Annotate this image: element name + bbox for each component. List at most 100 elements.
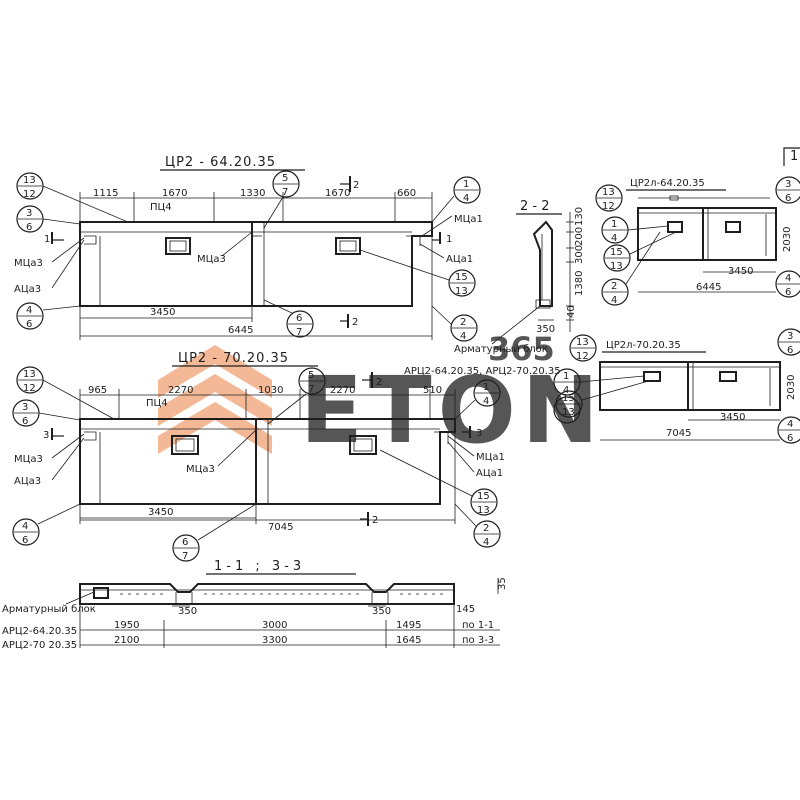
mark-2-bottom: 2 xyxy=(352,317,358,328)
dim-l1: 965 xyxy=(88,385,107,396)
callout-2-4-ru: 2 4 xyxy=(601,231,661,306)
label-pts4-lower: ПЦ4 xyxy=(146,398,168,409)
svg-text:3: 3 xyxy=(785,179,791,190)
svg-text:1: 1 xyxy=(483,382,489,393)
svg-text:6: 6 xyxy=(785,193,791,204)
svg-text:4: 4 xyxy=(563,385,569,396)
mark-3-right: 3 xyxy=(476,428,482,439)
label-po11: по 1-1 xyxy=(462,620,494,631)
svg-text:13: 13 xyxy=(562,407,575,418)
dim-l-half: 3450 xyxy=(148,507,173,518)
svg-text:15: 15 xyxy=(477,491,490,502)
svg-text:13: 13 xyxy=(23,369,36,380)
callout-1-4-upper: 1 4 xyxy=(431,176,481,223)
dim-s22-300: 300 xyxy=(574,245,585,264)
svg-text:6: 6 xyxy=(787,345,793,356)
dim-u-total: 6445 xyxy=(228,325,253,336)
callout-4-6-lower: 4 6 xyxy=(12,503,81,546)
elevation-right-upper: ЦР2л-64.20.35 1 2030 3450 6445 13 12 1 4 xyxy=(595,147,800,306)
dim-b-145: 145 xyxy=(456,604,475,615)
title-right-upper: ЦР2л-64.20.35 xyxy=(630,178,705,189)
dim-s22-200: 200 xyxy=(574,227,585,246)
label-ats1-upper: АЦа1 xyxy=(446,254,473,265)
dim-b-2100: 2100 xyxy=(114,635,139,646)
callout-2-4-lower: 2 4 xyxy=(454,503,501,548)
svg-text:4: 4 xyxy=(611,295,617,306)
dim-r-half-lower: 3450 xyxy=(720,412,745,423)
svg-text:5: 5 xyxy=(308,370,314,381)
dim-b-1495: 1495 xyxy=(396,620,421,631)
svg-text:2: 2 xyxy=(460,317,466,328)
label-arm-block-models: АРЦ2-64.20.35, АРЦ2-70.20.35 xyxy=(404,366,561,377)
dim-l4: 2270 xyxy=(330,385,355,396)
dim-u4: 1670 xyxy=(325,188,350,199)
svg-text:1: 1 xyxy=(563,371,569,382)
dim-l-total: 7045 xyxy=(268,522,293,533)
dim-b-3000: 3000 xyxy=(262,620,287,631)
dim-l5: 510 xyxy=(423,385,442,396)
svg-text:4: 4 xyxy=(483,537,489,548)
callout-13-12-lower: 13 12 xyxy=(16,366,115,420)
svg-text:12: 12 xyxy=(23,383,36,394)
svg-text:13: 13 xyxy=(602,187,615,198)
callout-13-12-rl: 13 12 xyxy=(569,334,597,362)
title-lower: ЦР2 - 70.20.35 xyxy=(178,351,289,366)
svg-text:4: 4 xyxy=(22,521,28,532)
svg-text:15: 15 xyxy=(610,247,623,258)
dim-s22-130: 130 xyxy=(574,207,585,226)
dim-s22-350: 350 xyxy=(536,324,555,335)
svg-text:7: 7 xyxy=(182,551,188,562)
callout-3-6-upper: 3 6 xyxy=(16,205,81,233)
svg-text:4: 4 xyxy=(483,396,489,407)
svg-text:4: 4 xyxy=(463,193,469,204)
svg-text:6: 6 xyxy=(787,433,793,444)
callout-3-6-lower: 3 6 xyxy=(12,399,81,427)
svg-text:6: 6 xyxy=(26,319,32,330)
callout-3-6-ru: 3 6 xyxy=(775,176,800,204)
mark-2-top: 2 xyxy=(353,180,359,191)
label-po33: по 3-3 xyxy=(462,635,494,646)
dim-u-half: 3450 xyxy=(150,307,175,318)
svg-text:12: 12 xyxy=(602,201,615,212)
callout-6-7-lower: 6 7 xyxy=(172,503,257,562)
svg-text:6: 6 xyxy=(785,287,791,298)
svg-text:13: 13 xyxy=(455,286,468,297)
callout-6-7-upper: 6 7 xyxy=(263,299,314,338)
svg-text:3: 3 xyxy=(787,331,793,342)
dim-s22-1380: 1380 xyxy=(574,271,585,296)
svg-text:13: 13 xyxy=(576,337,589,348)
callout-1-4-ru: 1 4 xyxy=(601,216,669,244)
svg-text:13: 13 xyxy=(477,505,490,516)
svg-text:3: 3 xyxy=(26,208,32,219)
callout-5-7-lower: 5 7 xyxy=(267,367,326,425)
callout-4-6-upper: 4 6 xyxy=(16,302,81,330)
label-ats3-left-upper: АЦа3 xyxy=(14,284,41,295)
dim-b-35: 35 xyxy=(497,577,508,590)
svg-text:4: 4 xyxy=(460,331,466,342)
svg-text:1: 1 xyxy=(463,179,469,190)
svg-text:2: 2 xyxy=(611,281,617,292)
dim-b-1645: 1645 xyxy=(396,635,421,646)
svg-text:13: 13 xyxy=(23,175,36,186)
section-1-1-3-3: 1-1 ; 3-3 35 350 350 145 Арматурный блок… xyxy=(2,559,508,651)
dim-b-350a: 350 xyxy=(178,606,197,617)
dim-b-1950: 1950 xyxy=(114,620,139,631)
svg-text:13: 13 xyxy=(610,261,623,272)
svg-text:7: 7 xyxy=(308,384,314,395)
elevation-right-lower: ЦР2л-70.20.35 2030 3450 7045 13 12 1 4 xyxy=(553,328,800,444)
section-2-2: 2 - 2 130 200 300 1380 40 350 Арматурный… xyxy=(404,199,585,377)
callout-2-4-rl xyxy=(553,396,581,424)
svg-text:15: 15 xyxy=(562,393,575,404)
dim-r-6445: 6445 xyxy=(696,282,721,293)
dim-r-h-lower: 2030 xyxy=(786,375,797,400)
title-upper: ЦР2 - 64.20.35 xyxy=(165,155,276,170)
svg-text:6: 6 xyxy=(296,313,302,324)
mark-3-left: 3 xyxy=(43,430,49,441)
svg-text:1: 1 xyxy=(611,219,617,230)
elevation-upper: ЦР2 - 64.20.35 1115 1670 1330 1670 660 П… xyxy=(14,155,483,342)
label-arc64: АРЦ2-64.20.35 xyxy=(2,626,77,637)
dim-l3: 1030 xyxy=(258,385,283,396)
arm-block-22-line1: Арматурный блок xyxy=(454,344,548,355)
svg-text:3: 3 xyxy=(22,402,28,413)
